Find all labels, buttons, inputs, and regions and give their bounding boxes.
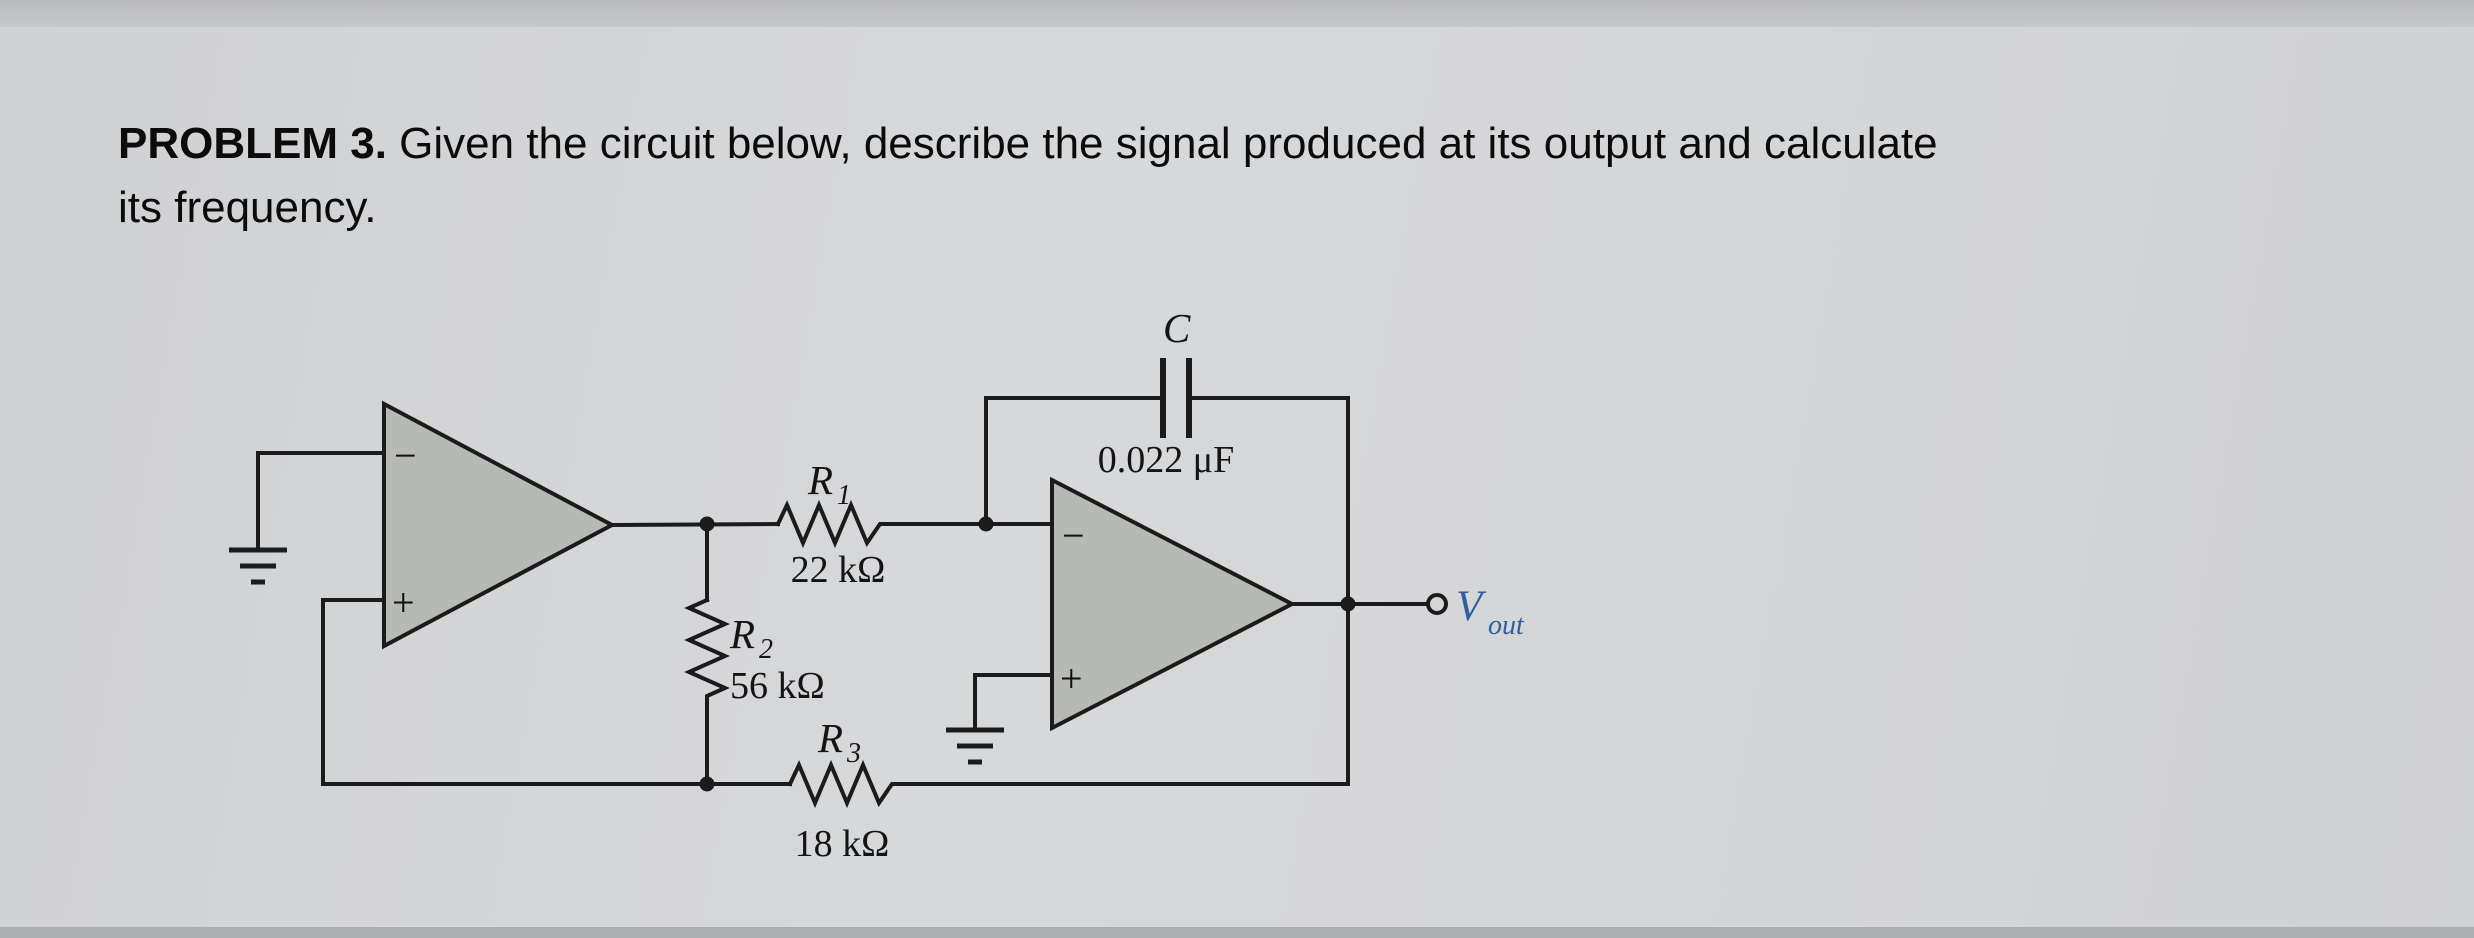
vout-label: V [1456, 583, 1487, 630]
bottom-strip [0, 927, 2474, 938]
opamp2-plus-sign: + [1060, 656, 1083, 701]
wire-opamp1-output [609, 521, 781, 528]
opamp2-triangle [1050, 476, 1297, 732]
resistor-r1-label: R [807, 457, 833, 503]
wire-r3-to-output-feedback [904, 602, 1350, 786]
resistor-r1-symbol [775, 499, 900, 549]
resistor-r1-value: 22 kΩ [791, 549, 886, 591]
resistor-r3-label-sub: 3 [846, 738, 861, 769]
output-terminal-circle [1426, 593, 1448, 615]
opamp1-plus-sign: + [392, 580, 415, 625]
resistor-r3-label: R [817, 715, 843, 761]
problem-text-line2: its frequency. [118, 183, 377, 232]
ground-symbol-opamp2 [946, 727, 1004, 765]
resistor-r1-label-sub: 1 [837, 480, 851, 511]
opamp2-minus-sign: − [1062, 513, 1085, 558]
wire-capacitor-left-lead [984, 396, 1165, 526]
problem-statement: PROBLEM 3. Given the circuit below, desc… [118, 112, 2318, 240]
resistor-r2-label-sub: 2 [759, 634, 773, 665]
problem-label: PROBLEM 3. [118, 119, 387, 168]
resistor-r2-label: R [729, 611, 755, 657]
opamp1-minus-sign: − [394, 433, 417, 478]
problem-text: Given the circuit below, describe the si… [399, 119, 1938, 168]
wire-capacitor-right-lead [1187, 396, 1350, 606]
resistor-r2-value: 56 kΩ [730, 665, 825, 707]
wire-opamp2-noninverting-input-to-ground [973, 673, 1054, 732]
wire-opamp1-noninverting-input-to-bottom-rail [321, 598, 709, 786]
capacitor-value: 0.022 μF [1098, 439, 1235, 481]
opamp1-triangle [382, 400, 617, 650]
top-strip [0, 0, 2474, 27]
ground-symbol-left [229, 547, 287, 585]
resistor-r2-symbol [684, 597, 730, 706]
wire-opamp1-inverting-input-to-ground [256, 451, 386, 552]
capacitor-label: C [1163, 305, 1191, 351]
resistor-r3-symbol [787, 759, 908, 809]
junction-dot-output [1340, 596, 1356, 612]
vout-label-sub: out [1488, 610, 1525, 641]
resistor-r3-value: 18 kΩ [795, 823, 890, 865]
